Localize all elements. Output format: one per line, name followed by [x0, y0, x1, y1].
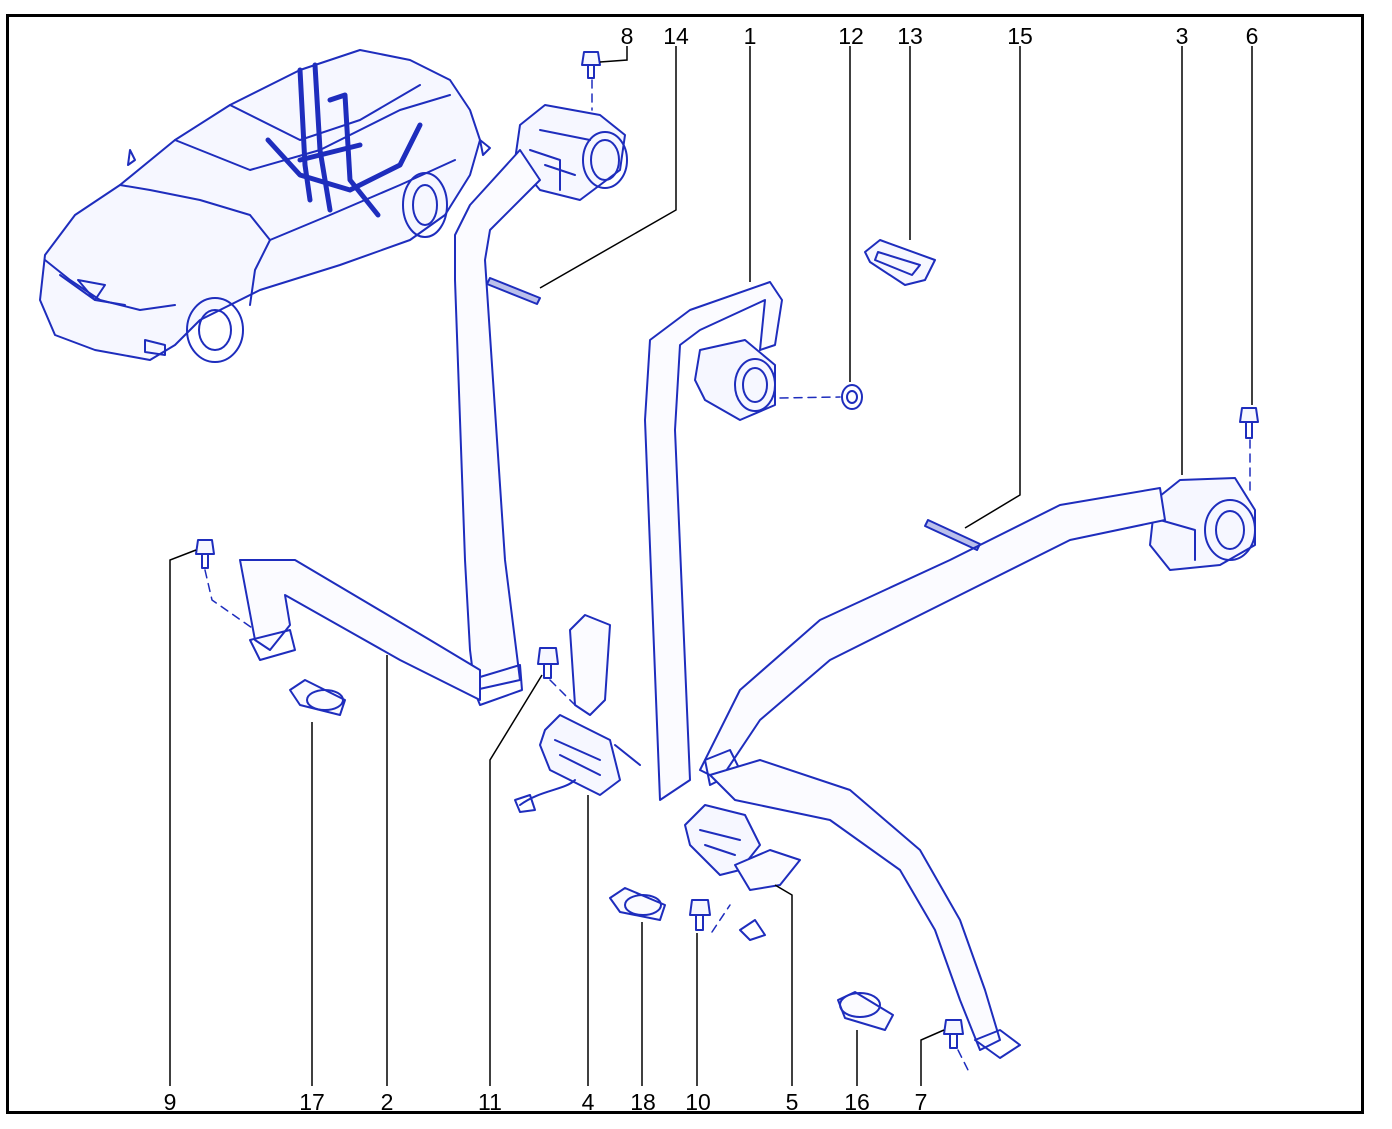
callout-13: 13 — [897, 23, 923, 49]
callout-1: 1 — [744, 23, 757, 49]
bolt-10 — [689, 899, 711, 931]
diagram-frame — [6, 14, 1364, 1114]
bolt-9 — [195, 539, 215, 569]
callout-2: 2 — [381, 1089, 394, 1115]
trim-clip-13 — [864, 239, 936, 286]
anchor-plate-16 — [837, 991, 894, 1031]
anchor-plate-17 — [289, 679, 346, 716]
callout-18: 18 — [630, 1089, 656, 1115]
bolt-7 — [943, 1019, 964, 1049]
callout-7: 7 — [915, 1089, 928, 1115]
callout-10: 10 — [685, 1089, 711, 1115]
buckle-5 — [684, 804, 801, 941]
car-illustration — [39, 49, 491, 363]
retractor-rear-right — [1149, 477, 1256, 571]
buckle-4 — [514, 614, 641, 813]
belt-strap-rear-right — [699, 487, 1166, 1059]
callout-11: 11 — [478, 1089, 502, 1115]
anchor-plate-18 — [609, 887, 666, 921]
callout-8: 8 — [621, 23, 634, 49]
callout-16: 16 — [844, 1089, 870, 1115]
callout-5: 5 — [786, 1089, 799, 1115]
callout-12: 12 — [838, 23, 864, 49]
bolt-11 — [537, 647, 559, 679]
callouts-top: 8 14 1 12 13 15 3 6 — [621, 23, 1259, 49]
callout-17: 17 — [299, 1089, 325, 1115]
bolt-8 — [581, 51, 601, 79]
callout-4: 4 — [582, 1089, 595, 1115]
belt-lap-strap-2 — [239, 559, 481, 701]
callouts-bottom: 9 17 2 11 4 18 10 5 16 7 — [164, 1089, 928, 1115]
leader-lines — [169, 46, 1253, 1086]
callout-6: 6 — [1246, 23, 1259, 49]
callout-14: 14 — [663, 23, 689, 49]
bolt-6 — [1239, 407, 1259, 439]
assembly-dashes — [204, 79, 1251, 1071]
callout-3: 3 — [1176, 23, 1189, 49]
callout-9: 9 — [164, 1089, 177, 1115]
trim-strip-15 — [924, 519, 981, 551]
retractor-front-left — [514, 104, 628, 201]
trim-strip-14 — [486, 277, 541, 305]
retractor-rear-center — [644, 281, 783, 801]
plug-12 — [841, 384, 863, 410]
callout-15: 15 — [1007, 23, 1033, 49]
